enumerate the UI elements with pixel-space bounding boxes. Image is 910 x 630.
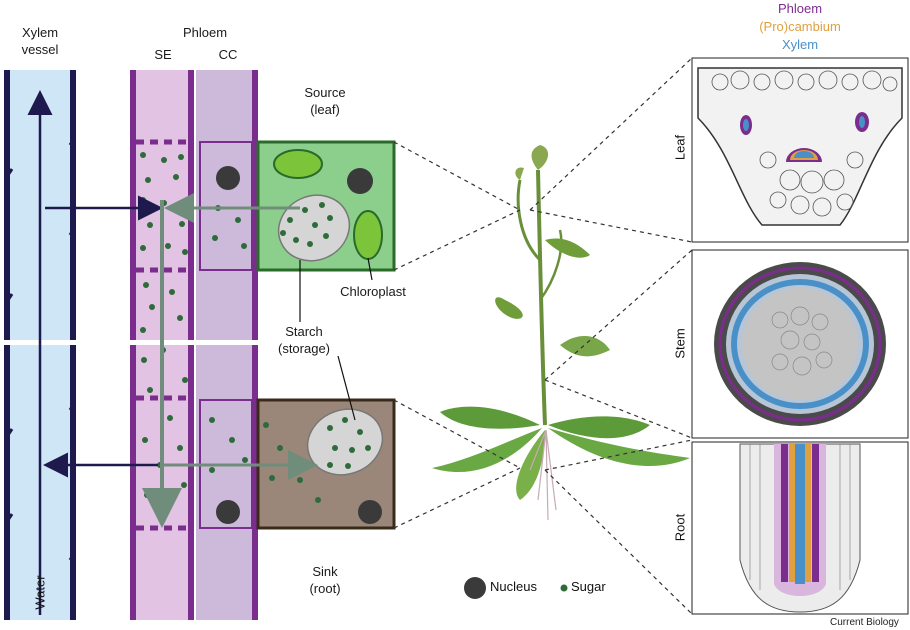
arabidopsis-plant [432, 145, 690, 521]
legend-sugar: Sugar [571, 579, 606, 594]
stem-panel-label: Stem [672, 328, 688, 359]
starch-label-line1: Starch [285, 324, 323, 339]
chloroplast-leader [367, 257, 373, 281]
dashed-connectors [393, 57, 693, 615]
key-phloem: Phloem [777, 1, 823, 16]
xylem-vessel-label-line1: Xylem [21, 25, 59, 40]
nucleus-sink [358, 500, 382, 524]
nucleus-cc-top [216, 166, 240, 190]
phloem-label: Phloem [182, 25, 228, 40]
companion-cell-bottom [196, 345, 258, 620]
root-panel-label: Root [672, 513, 688, 542]
nucleus-source [347, 168, 373, 194]
legend-nucleus-text: Nucleus [490, 579, 537, 594]
root-micrograph [691, 441, 909, 615]
starch-label-line2: (storage) [277, 341, 331, 356]
legend-nucleus-mark [464, 577, 486, 599]
legend-nucleus: Nucleus [490, 579, 537, 594]
legend-sugar-text: Sugar [571, 579, 606, 594]
nucleus-cc-bottom [216, 500, 240, 524]
key-xylem: Xylem [781, 37, 819, 52]
leaf-micrograph [691, 57, 909, 243]
source-label-line2: (leaf) [310, 102, 340, 117]
sink-label-line2: (root) [309, 581, 341, 596]
cc-label: CC [218, 47, 238, 62]
starch-granule-source [277, 194, 351, 262]
legend-sugar-mark [560, 584, 568, 592]
sink-root-cell [256, 398, 396, 530]
source-label-line1: Source [304, 85, 346, 100]
chloroplast-right [353, 210, 383, 260]
source-leaf-cell [256, 140, 396, 272]
chloroplast-label: Chloroplast [340, 284, 406, 299]
se-label: SE [154, 47, 172, 62]
key-procambium: (Pro)cambium [759, 19, 841, 34]
source-label: Source (leaf) [290, 84, 360, 118]
leaf-panel-label: Leaf [672, 134, 688, 161]
chloroplast-top [273, 149, 323, 179]
water-label: Water [32, 575, 48, 610]
stem-micrograph [691, 249, 909, 439]
sink-label: Sink (root) [290, 563, 360, 597]
starch-leader-bottom [337, 355, 356, 421]
credit-label: Current Biology [830, 617, 899, 628]
sink-label-line1: Sink [312, 564, 338, 579]
companion-cell-top [196, 70, 258, 340]
xylem-vessel-label: Xylem vessel [8, 24, 72, 58]
xylem-vessel-label-line2: vessel [21, 42, 59, 57]
starch-label: Starch (storage) [266, 323, 342, 357]
